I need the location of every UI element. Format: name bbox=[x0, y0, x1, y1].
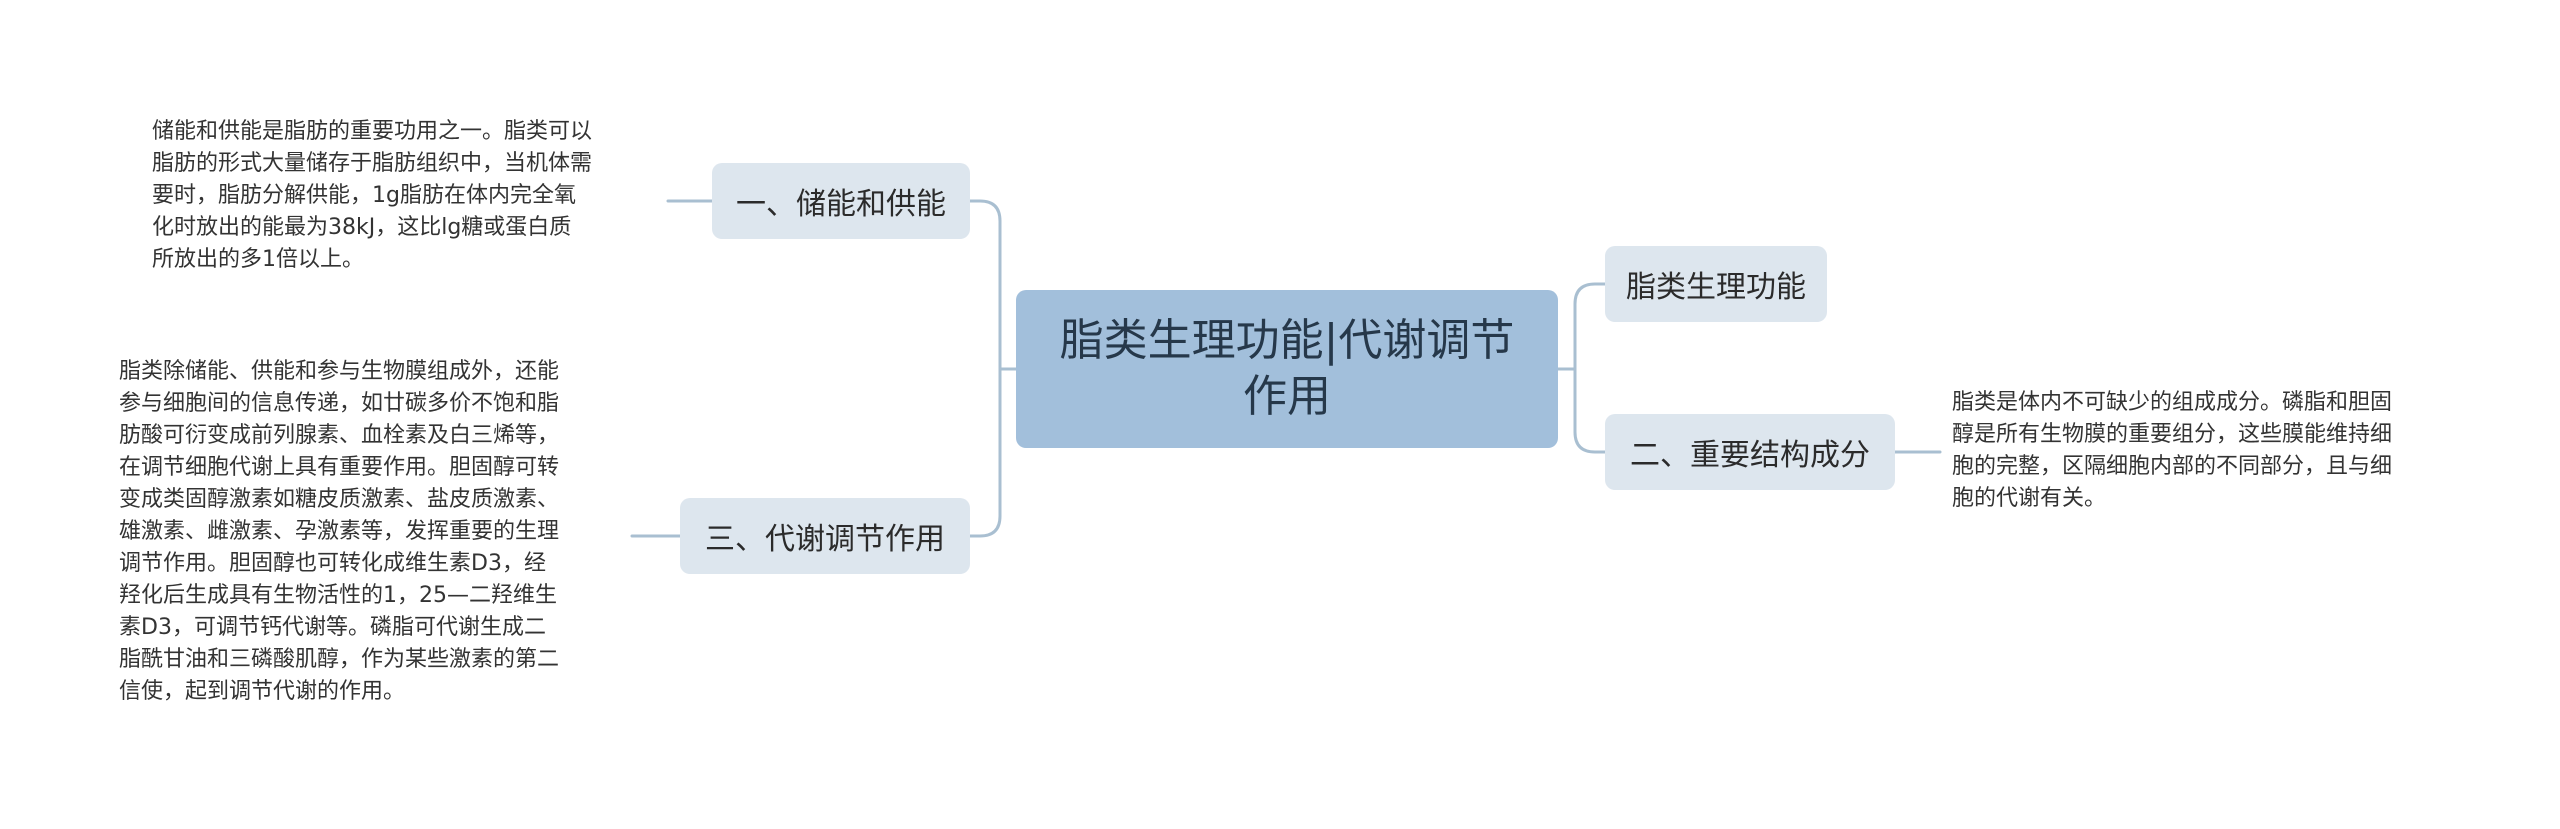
connector-to-branch-2 bbox=[1573, 367, 1607, 454]
central-topic-label: 脂类生理功能|代谢调节作用 bbox=[1059, 315, 1515, 422]
central-topic[interactable]: 脂类生理功能|代谢调节作用 bbox=[1016, 290, 1558, 448]
topic-lipid-function-label: 脂类生理功能 bbox=[1626, 270, 1806, 305]
note-storage-energy: 储能和供能是脂肪的重要功用之一。脂类可以 脂肪的形式大量储存于脂肪组织中，当机体… bbox=[152, 119, 593, 272]
topic-storage-energy-label: 一、储能和供能 bbox=[736, 187, 946, 222]
topic-metabolic-regulation-label: 三、代谢调节作用 bbox=[705, 522, 945, 557]
topic-structural-component-label: 二、重要结构成分 bbox=[1630, 438, 1870, 473]
note-metabolic-regulation: 脂类除储能、供能和参与生物膜组成外，还能 参与细胞间的信息传递，如廿碳多价不饱和… bbox=[119, 359, 560, 704]
connector-to-branch-1 bbox=[968, 199, 1002, 371]
topic-lipid-function[interactable]: 脂类生理功能 bbox=[1605, 246, 1827, 322]
connector-to-branch-f bbox=[1573, 282, 1607, 371]
topic-storage-energy[interactable]: 一、储能和供能 bbox=[712, 163, 970, 239]
topic-metabolic-regulation[interactable]: 三、代谢调节作用 bbox=[680, 498, 970, 574]
topic-structural-component[interactable]: 二、重要结构成分 bbox=[1605, 414, 1895, 490]
note-structural-component: 脂类是体内不可缺少的组成成分。磷脂和胆固 醇是所有生物膜的重要组分，这些膜能维持… bbox=[1952, 390, 2393, 511]
connector-to-branch-3 bbox=[968, 367, 1002, 538]
